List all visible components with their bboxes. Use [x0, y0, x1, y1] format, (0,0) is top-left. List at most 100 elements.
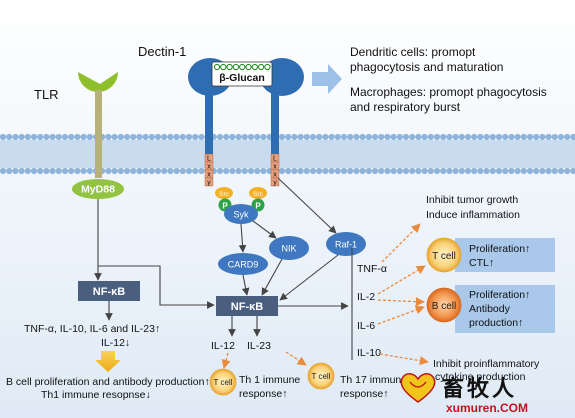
watermark-en: xumuren.COM — [446, 401, 528, 415]
lipid-head — [55, 167, 62, 175]
lipid-head — [198, 133, 205, 141]
glucan-ring — [251, 63, 258, 71]
lipid-head — [570, 167, 575, 175]
lipid-head — [458, 167, 465, 175]
motif-letter: x — [273, 164, 277, 171]
lipid-head — [167, 133, 174, 141]
lipid-head — [471, 133, 478, 141]
bcell-right-label: B cell — [432, 301, 456, 312]
lipid-head — [61, 167, 69, 175]
lipid-head — [130, 133, 137, 141]
inhibit-tumor-label: Inhibit tumor growth — [426, 194, 518, 206]
lipid-head — [316, 133, 323, 141]
lipid-head — [130, 167, 137, 175]
lipid-head — [68, 133, 75, 141]
dashed-il23-tcell — [285, 351, 307, 366]
nfkb-left-label: NF-κB — [93, 286, 125, 298]
left-cytokines-line-1: TNF-α, IL-10, IL-6 and IL-23↑ — [24, 323, 160, 335]
lipid-head — [49, 167, 56, 175]
lipid-head — [421, 167, 428, 175]
tcell-th1 — [209, 368, 237, 396]
lipid-head — [74, 167, 81, 175]
lipid-head — [18, 167, 25, 175]
lipid-head — [136, 133, 143, 141]
lipid-head — [223, 167, 230, 175]
dashed-orange-arrows — [377, 223, 429, 366]
lipid-head — [570, 133, 575, 141]
lipid-head — [365, 133, 372, 141]
lipid-head — [477, 133, 484, 141]
lipid-head — [502, 133, 509, 141]
lipid-head — [340, 167, 348, 175]
tnfa-label: TNF-α — [357, 263, 387, 275]
left-result-line-2: Th1 immune resopnse↓ — [41, 389, 151, 401]
nfkb-box-center — [216, 296, 278, 316]
lipid-head — [37, 167, 44, 175]
lipid-head — [179, 133, 186, 141]
arrow-raf1-nfkb — [279, 254, 339, 301]
lipid-head — [415, 167, 422, 175]
motif-letter: L — [207, 156, 211, 163]
dectin1-title: Dectin-1 — [138, 44, 186, 59]
inhibit-cytokine-line-2: cytokine production — [435, 371, 526, 383]
lipid-head — [378, 133, 385, 141]
lipid-head — [359, 167, 366, 175]
membrane-bottom-heads — [0, 167, 575, 175]
beta-glucan-chain — [213, 63, 271, 71]
lipid-head — [12, 167, 19, 175]
lipid-head — [80, 167, 87, 175]
lipid-head — [285, 167, 292, 175]
src-right-label: Src — [253, 191, 264, 198]
raf1-label: Raf-1 — [335, 240, 357, 250]
lipid-head — [291, 133, 298, 141]
b-box-line-2: Antibody — [469, 303, 511, 315]
lipid-head — [322, 167, 329, 175]
lipid-head — [167, 167, 174, 175]
lipid-head — [111, 133, 118, 141]
lipid-head — [68, 167, 75, 175]
arrow-receptor-raf1 — [277, 177, 337, 234]
lipid-head — [247, 133, 255, 141]
glucan-ring — [226, 63, 233, 71]
bcell-right — [426, 287, 462, 323]
lipid-head — [161, 133, 168, 141]
lipid-head — [0, 167, 7, 175]
lipid-head — [297, 167, 304, 175]
nfkb-box-left — [78, 281, 140, 301]
lipid-head — [402, 133, 410, 141]
lipid-head — [80, 133, 87, 141]
lipid-head — [458, 133, 465, 141]
lipid-head — [489, 133, 496, 141]
lipid-head — [526, 133, 534, 141]
heart-inner-icon — [409, 381, 427, 388]
lipid-head — [30, 133, 38, 141]
lipid-head — [241, 133, 248, 141]
tlr-stalk — [95, 90, 102, 178]
lipid-head — [123, 167, 131, 175]
lipid-head — [334, 133, 341, 141]
motif-letter: x — [207, 164, 211, 171]
lipid-head — [6, 133, 13, 141]
lipid-head — [433, 167, 441, 175]
glucan-ring — [264, 63, 271, 71]
nik-node — [269, 236, 309, 260]
lipid-head — [198, 167, 205, 175]
src-left — [215, 187, 233, 199]
lipid-head — [0, 133, 7, 141]
dendritic-line-1: Dendritic cells: promopt — [350, 45, 476, 59]
lipid-head — [378, 167, 385, 175]
lipid-head — [415, 133, 422, 141]
lipid-head — [371, 133, 379, 141]
lipid-head — [545, 167, 552, 175]
il2-label: IL-2 — [357, 291, 375, 303]
lipid-head — [539, 133, 546, 141]
lipid-head — [396, 167, 403, 175]
watermark-cn: 畜牧人 — [442, 376, 517, 401]
lipid-head — [508, 167, 515, 175]
lipid-head — [148, 133, 155, 141]
lipid-head — [353, 133, 360, 141]
lipid-head — [192, 133, 199, 141]
heart-logo-icon — [400, 373, 436, 403]
lipid-head — [340, 133, 348, 141]
